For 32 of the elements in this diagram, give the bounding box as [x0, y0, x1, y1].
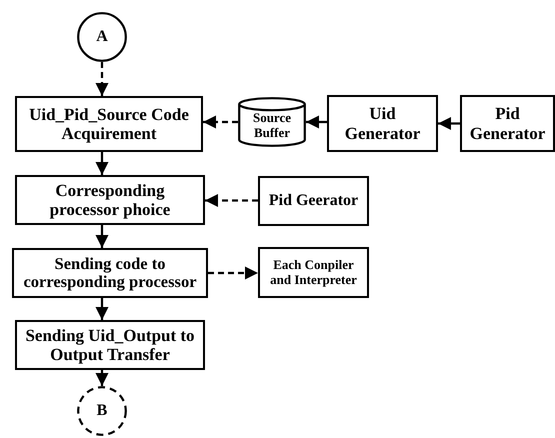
- node-label: B: [96, 402, 108, 420]
- process-box: [12, 248, 208, 298]
- node-label: A: [96, 28, 108, 46]
- arrow: [203, 115, 238, 129]
- arrow: [306, 115, 327, 129]
- process-box: [15, 175, 205, 225]
- box-label: Each Conpiler and Interpreter: [269, 258, 358, 288]
- process-box: [327, 95, 438, 152]
- process-box: [258, 176, 369, 226]
- arrow: [95, 152, 109, 175]
- arrow: [208, 266, 258, 280]
- box-label: Uid Generator: [344, 104, 422, 143]
- process-box: [15, 320, 205, 370]
- node-label: Source Buffer: [252, 111, 292, 141]
- arrow: [95, 298, 109, 320]
- arrow: [95, 225, 109, 248]
- connector-circle: [77, 386, 127, 436]
- box-label: Pid Geerator: [268, 192, 358, 210]
- buffer-cylinder: [238, 97, 306, 147]
- box-label: Uid_Pid_Source Code Acquirement: [28, 104, 190, 144]
- box-label: Sending code to corresponding processor: [22, 254, 198, 292]
- box-label: Pid Generator: [468, 104, 546, 143]
- arrow: [438, 116, 460, 130]
- process-box: [460, 95, 555, 152]
- arrow: [95, 370, 109, 386]
- process-box: [15, 96, 203, 152]
- arrow: [205, 194, 258, 208]
- arrow: [95, 62, 109, 96]
- box-label: Corresponding processor phoice: [48, 180, 172, 220]
- box-label: Sending Uid_Output to Output Transfer: [24, 326, 196, 364]
- connector-circle: [77, 12, 127, 62]
- process-box: [258, 247, 369, 298]
